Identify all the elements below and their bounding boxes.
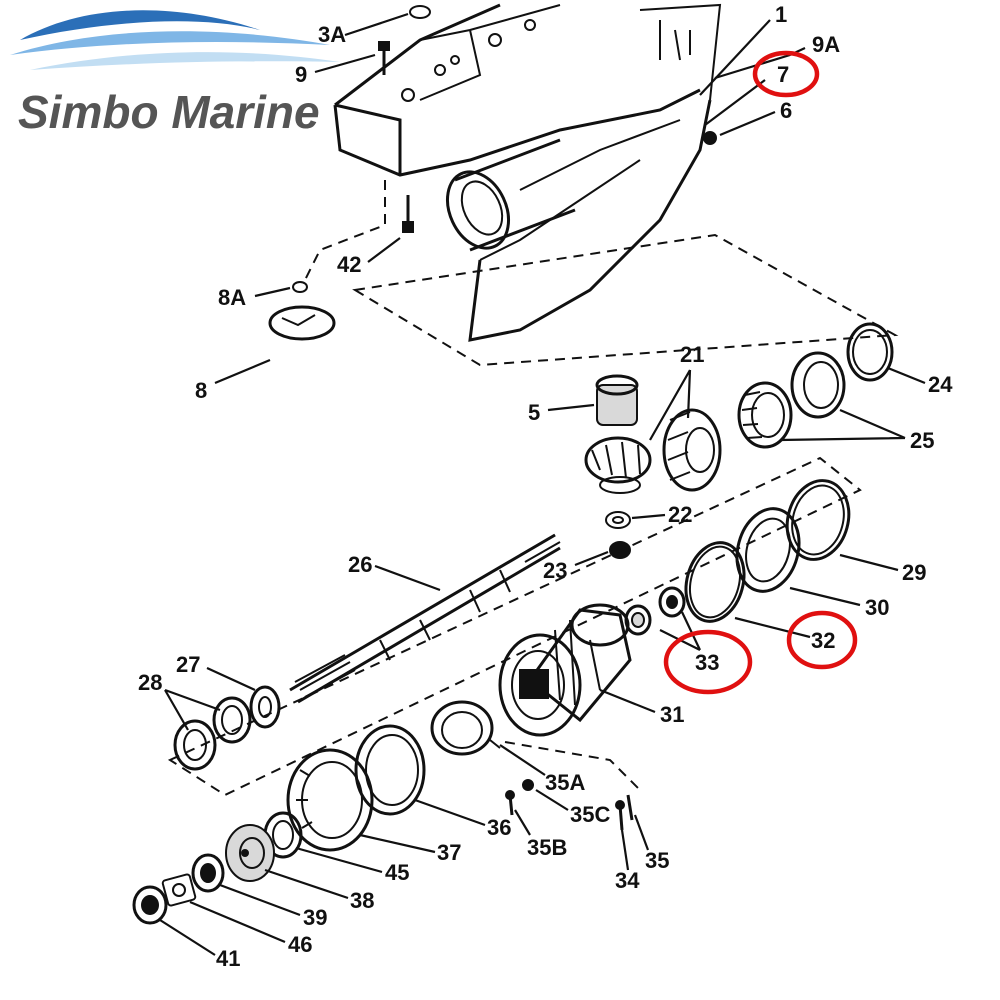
- hardware-3A-washer: [344, 5, 431, 37]
- highlight-circle-33: [663, 629, 753, 695]
- label-21: 21: [680, 342, 704, 367]
- label-32: 32: [811, 628, 835, 653]
- part-8-anode: [214, 281, 336, 385]
- part-28-bearing-b: [173, 719, 217, 771]
- part-45-spacer: [263, 811, 383, 874]
- label-7: 7: [777, 62, 789, 87]
- center-line-upper: [304, 180, 386, 281]
- part-34-screw: [615, 800, 630, 871]
- part-46-tab-lock: [161, 873, 286, 944]
- part-24-race: [846, 322, 926, 385]
- label-27: 27: [176, 652, 200, 677]
- label-24: 24: [928, 372, 953, 397]
- label-29: 29: [902, 560, 926, 585]
- part-35B-screw: [505, 790, 531, 836]
- group-box-fasteners: [504, 741, 641, 791]
- label-36: 36: [487, 815, 511, 840]
- label-28: 28: [138, 670, 162, 695]
- part-35-pin: [626, 794, 650, 851]
- hardware-9-bolt: [314, 41, 390, 75]
- hardware-6-nut: [703, 110, 776, 145]
- highlight-part-7: [752, 50, 820, 98]
- part-35C-ball: [522, 779, 569, 811]
- hardware-1-leader: [699, 19, 771, 96]
- part-22-washer: [605, 511, 666, 529]
- logo-wave-dark: [20, 10, 260, 40]
- leader-33: [659, 611, 701, 651]
- part-21-forward-gear: [662, 408, 722, 492]
- gear-housing: [333, 3, 722, 342]
- hardware-42-screw: [367, 195, 414, 263]
- leader-21: [649, 369, 692, 441]
- label-33: 33: [695, 650, 719, 675]
- highlight-circle-32: [786, 610, 858, 670]
- label-22: 22: [668, 502, 692, 527]
- group-box-upper: [352, 233, 899, 367]
- highlight-part-32: [786, 610, 858, 670]
- part-25-bearing-a: [737, 381, 793, 449]
- leader-25: [779, 408, 906, 442]
- part-33-seal-a: [658, 586, 686, 618]
- part-25-bearing-b: [790, 351, 846, 419]
- label-38: 38: [350, 888, 374, 913]
- label-35B: 35B: [527, 835, 567, 860]
- label-9A: 9A: [812, 32, 840, 57]
- brand-logo-waves-icon: [10, 10, 340, 70]
- part-28-bearing-a: [212, 696, 252, 744]
- logo-wave-light: [30, 52, 340, 70]
- highlight-part-33: [663, 629, 753, 695]
- label-35C: 35C: [570, 802, 610, 827]
- group-box-lower: [167, 456, 862, 797]
- part-27-thrust-washer: [206, 667, 281, 729]
- part-31-bearing-carrier: [498, 603, 656, 737]
- label-1: 1: [775, 2, 787, 27]
- label-5: 5: [528, 400, 540, 425]
- label-45: 45: [385, 860, 409, 885]
- hardware-7-leader: [704, 79, 766, 126]
- label-41: 41: [216, 946, 240, 971]
- label-23: 23: [543, 558, 567, 583]
- label-9: 9: [295, 62, 307, 87]
- label-39: 39: [303, 905, 327, 930]
- part-33-seal-b: [624, 604, 652, 636]
- label-25: 25: [910, 428, 934, 453]
- part-29-o-ring: [785, 479, 899, 572]
- label-37: 37: [437, 840, 461, 865]
- part-26-propeller-shaft: [289, 533, 561, 704]
- part-37-thrust-hub: [286, 748, 436, 854]
- logo-wave-mid: [10, 31, 330, 55]
- part-21-pinion-gear: [584, 436, 652, 494]
- part-5-bushing: [547, 374, 639, 426]
- part-30-washer: [735, 507, 861, 607]
- label-35A: 35A: [545, 770, 585, 795]
- label-6: 6: [780, 98, 792, 123]
- part-35A-retainer: [430, 700, 546, 776]
- leader-28: [164, 688, 221, 731]
- label-34: 34: [615, 868, 640, 893]
- highlight-circle-7: [752, 50, 820, 98]
- part-39-washer: [191, 853, 301, 917]
- part-41-prop-nut: [132, 885, 216, 956]
- label-26: 26: [348, 552, 372, 577]
- label-31: 31: [660, 702, 684, 727]
- label-30: 30: [865, 595, 889, 620]
- part-36-tab-washer: [354, 724, 486, 827]
- label-35: 35: [645, 848, 669, 873]
- label-8A: 8A: [218, 285, 246, 310]
- brand-name: Simbo Marine: [18, 86, 320, 138]
- part-23-nut: [574, 541, 631, 567]
- part-32-o-ring: [684, 541, 811, 639]
- label-8: 8: [195, 378, 207, 403]
- part-38-hub: [225, 824, 349, 900]
- label-3A: 3A: [318, 22, 346, 47]
- label-42: 42: [337, 252, 361, 277]
- label-46: 46: [288, 932, 312, 957]
